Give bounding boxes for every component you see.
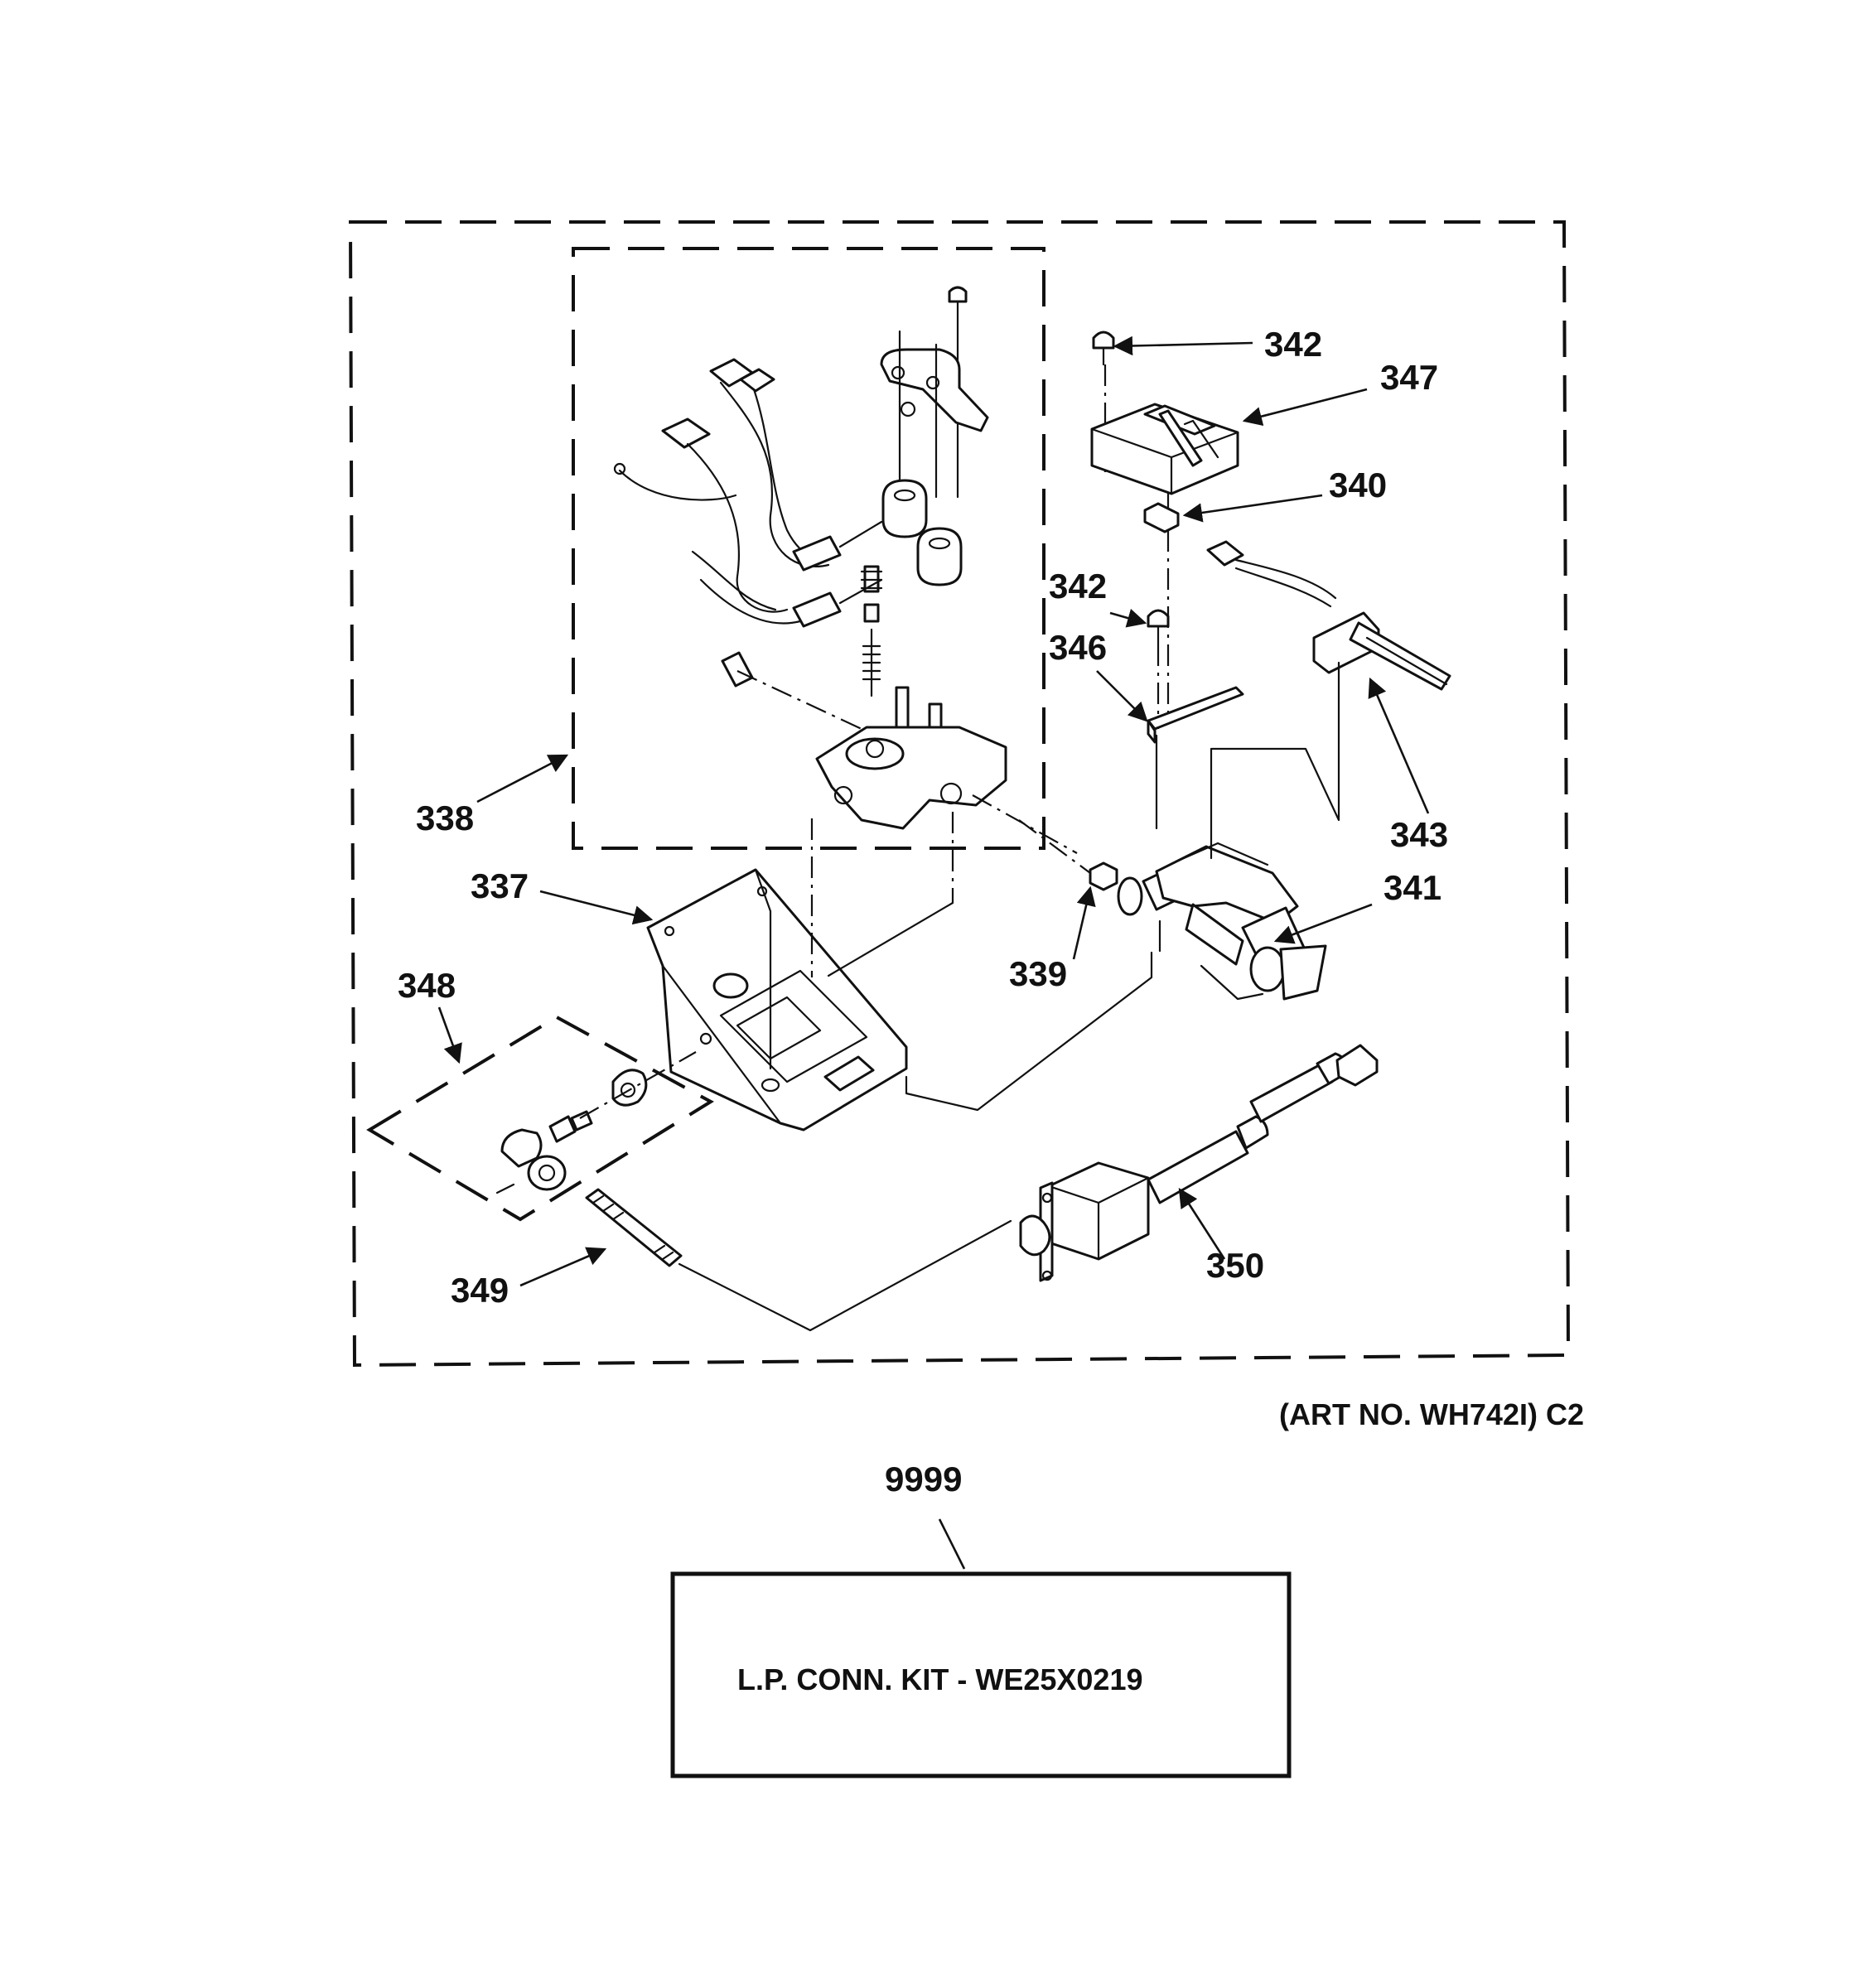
ignitor	[1206, 540, 1451, 691]
art-number: (ART NO. WH742I) C2	[1279, 1397, 1584, 1431]
mounting-bracket	[646, 868, 908, 1132]
callout-346: 346	[1049, 628, 1107, 667]
nut	[1089, 861, 1118, 891]
callout-342-top: 342	[1264, 325, 1322, 364]
callout-348: 348	[398, 966, 456, 1005]
callout-339: 339	[1009, 954, 1067, 993]
assembly-boundary	[348, 220, 1571, 1368]
callout-341: 341	[1384, 868, 1441, 907]
gas-connector	[1019, 1044, 1379, 1282]
callout-343: 343	[1390, 815, 1448, 854]
callout-349: 349	[451, 1271, 509, 1310]
burner-assembly	[1117, 842, 1327, 1001]
lp-conn-kit-box	[670, 1571, 1292, 1778]
callout-9999: 9999	[885, 1460, 962, 1498]
callout-340: 340	[1329, 466, 1387, 504]
callout-350: 350	[1206, 1246, 1264, 1285]
kit-348-boundary	[366, 1015, 714, 1222]
callout-338: 338	[416, 799, 474, 837]
callout-342-lower: 342	[1049, 567, 1107, 606]
stud	[585, 1188, 683, 1267]
callout-337: 337	[471, 866, 529, 905]
lp-conn-kit-label: L.P. CONN. KIT - WE25X0219	[737, 1662, 1142, 1696]
fitting-kit	[495, 1051, 697, 1194]
gas-valve-assembly	[613, 286, 1078, 854]
ignitor-bracket	[1147, 686, 1244, 744]
callout-347: 347	[1380, 358, 1438, 397]
valve-subassembly-boundary	[572, 247, 1045, 850]
clip	[1143, 502, 1180, 533]
ignitor-control	[1090, 403, 1239, 495]
